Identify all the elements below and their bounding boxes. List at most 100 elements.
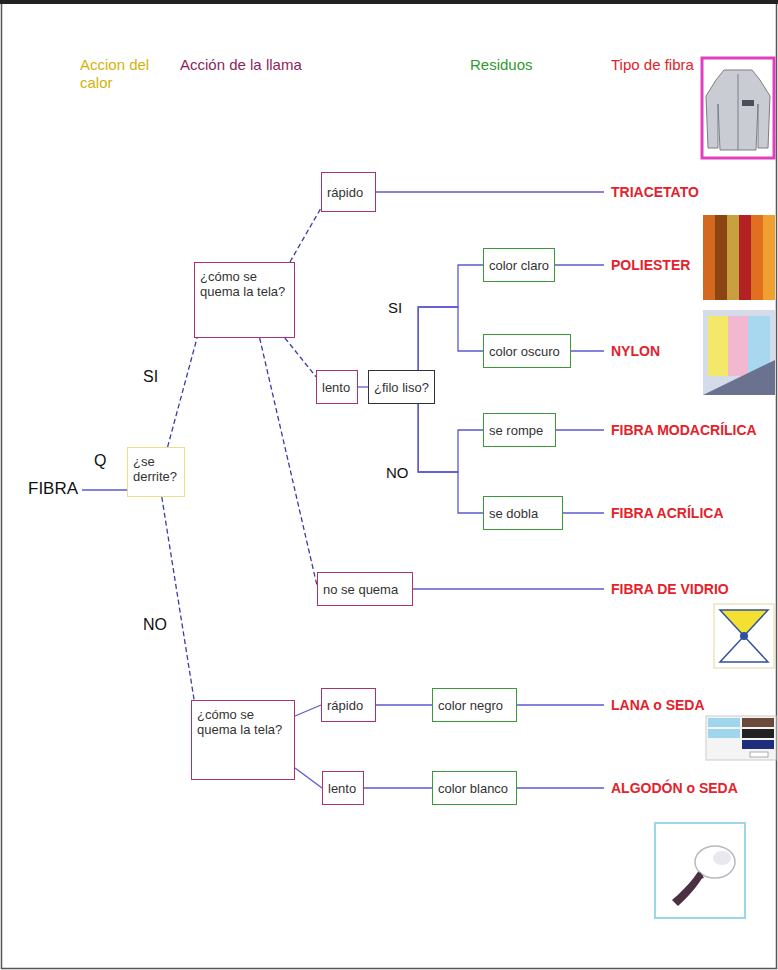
fabric-strip [751,215,763,300]
leader-lines [82,192,604,788]
fiber-name: FIBRA MODACRÍLICA [611,421,757,439]
connector [376,704,432,705]
cotton-boll [695,846,735,878]
cotton-photo [655,823,745,918]
fabric-swatch [750,752,768,757]
bow-knot [740,632,748,640]
column-heading: Acción de la llama [180,56,302,74]
leader-line [571,350,604,351]
connector [260,338,317,586]
node-text: color claro [489,258,549,273]
connector [295,705,321,716]
branch-label: SI [143,368,158,386]
node-text: color blanco [438,781,508,796]
decision-box: ¿se derrite? [127,447,185,497]
leader-line [413,588,604,589]
node-text: no se quema [323,582,398,597]
node-text: se dobla [489,506,538,521]
column-heading: Tipo de fibra [611,56,694,74]
node-text: color negro [438,698,503,713]
connector [418,307,483,370]
jacket-zip [738,74,739,150]
flame-box: no se quema [317,572,413,606]
fabric-swatch [742,729,774,738]
fabric-strip [715,215,727,300]
cotton-shade [713,851,731,865]
residue-box: color oscuro [483,334,571,368]
fiber-name: NYLON [611,342,660,360]
fiber-name: FIBRA ACRÍLICA [611,504,724,522]
fiber-name: ALGODÓN o SEDA [611,779,738,797]
node-text: se rompe [489,423,543,438]
flame-box: rápido [321,172,376,212]
check-box: ¿filo liso? [368,370,435,404]
jacket-patch [742,100,754,106]
branch-label: NO [143,616,167,634]
fiber-name: POLIESTER [611,256,690,274]
connector [418,265,483,370]
leader-line [555,264,604,265]
column-heading: Residuos [470,56,533,74]
residue-box: color blanco [432,771,517,805]
fabric-swatch [708,718,740,727]
fabric-swatch [742,718,774,727]
node-text: rápido [327,185,363,200]
frame-top [0,0,778,4]
leader-line [517,787,604,788]
connector [418,404,483,472]
branch-label: NO [386,464,409,482]
node-text: rápido [327,698,363,713]
jacket-photo [702,58,774,158]
residue-box: color negro [432,688,517,722]
fabric-strip [703,215,715,300]
connector [364,787,432,788]
node-text: ¿cómo se quema la tela? [197,707,289,737]
fabric-block [728,316,748,376]
connector [168,338,197,447]
leader-line [82,489,127,490]
fiber-name: TRIACETATO [611,183,699,201]
flame-box: lento [322,771,364,805]
connector [418,404,483,513]
fabric-block [708,316,728,376]
residue-box: se dobla [483,496,563,530]
branch-label: Q [94,452,106,470]
residue-box: color claro [483,248,555,282]
branch-label: SI [388,299,402,317]
flame-box: ¿cómo se quema la tela? [194,262,295,338]
fabric-swatch [708,729,740,738]
node-text: ¿filo liso? [374,380,429,395]
leader-line [517,704,604,705]
column-heading: Accion del calor [80,56,156,92]
connector [162,497,194,700]
fabric-strip [739,215,751,300]
fabric-shadow [703,360,775,395]
node-text: lento [328,781,356,796]
connector [290,208,321,262]
flame-box: rápido [321,688,376,722]
photo-frame [714,604,774,668]
residue-box: se rompe [483,413,556,447]
fiber-name: LANA o SEDA [611,696,705,714]
fabric-strip [763,215,775,300]
jacket-shape [706,70,770,150]
leader-line [556,429,604,430]
fabric-strip [727,215,739,300]
node-text: ¿cómo se quema la tela? [200,269,289,299]
node-text: color oscuro [489,344,560,359]
node-text: ¿se derrite? [133,454,179,484]
connector [295,768,322,788]
connector [285,338,316,377]
fabric-swatch [742,740,774,749]
leader-line [563,512,604,513]
wool-photo [706,716,776,760]
node-text: lento [322,380,350,395]
photo-ground [703,310,775,395]
leader-line [376,191,604,192]
fiberglass-photo [714,604,774,668]
